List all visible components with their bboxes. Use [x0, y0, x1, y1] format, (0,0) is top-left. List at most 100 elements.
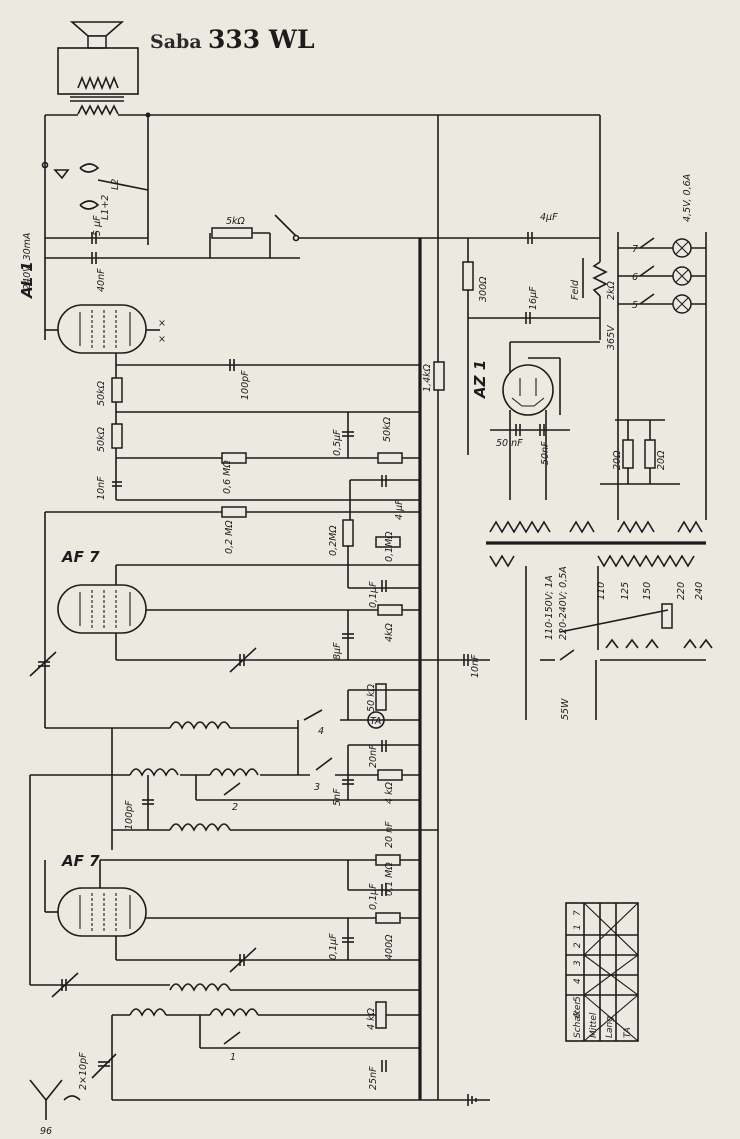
switch-table-header: Schalter [573, 1000, 583, 1038]
label-365v: 365V [606, 324, 617, 350]
resistor-50k-a [111, 377, 123, 403]
coil-l-upper [169, 721, 231, 730]
svg-text:×: × [158, 318, 166, 329]
label-c0-5uf: 0,5µF [332, 429, 343, 456]
mains-transformer [486, 520, 706, 568]
resistor-50k-ta [375, 683, 387, 711]
label-tap-125: 125 [620, 582, 631, 600]
label-c50nf-b: 50nF [540, 441, 551, 465]
label-l2: L2 [110, 179, 121, 190]
label-tube-af7-det: AF 7 [61, 852, 100, 870]
label-r1-4k: 1,4kΩ [422, 363, 433, 392]
switch-col-5: 5 [573, 996, 583, 1002]
label-sw4: 4 [318, 726, 324, 737]
coil-l-lower [169, 823, 231, 832]
coil-l-mid-a [129, 768, 179, 777]
coil-antenna [169, 983, 231, 992]
switch-col-7: 7 [573, 910, 583, 916]
label-c0-1uf-b: 0,1µF [368, 883, 379, 910]
label-r0-2m-a: 0,2 MΩ [224, 520, 235, 554]
label-sw-55w: 55W [560, 698, 571, 720]
label-c5uf: 5 µF [92, 215, 103, 236]
label-volt-220: 220-240V; 0,5A [558, 566, 569, 640]
label-sw6: 6 [632, 272, 638, 283]
resistor-4k-b [377, 769, 403, 781]
label-ta: TA [370, 716, 381, 727]
label-r300: 300Ω [478, 276, 489, 302]
coil-input-b [209, 1008, 259, 1017]
resistor-4k-a [377, 604, 403, 616]
label-tap-240: 240 [694, 582, 705, 600]
label-r5k: 5kΩ [226, 216, 246, 227]
label-c20nf-a: 20nF [368, 744, 379, 768]
label-r400: 400Ω [384, 934, 395, 960]
ground-symbol [467, 1094, 477, 1106]
tube-af7-rf [57, 584, 147, 634]
pilot-lamps [618, 237, 706, 314]
mains-plugs [600, 638, 713, 661]
label-tube-af7-rf: AF 7 [61, 548, 100, 566]
resistor-0-2m-b [342, 519, 354, 547]
label-r0-6m: 0,6 MΩ [222, 460, 233, 494]
label-c50nf-a: 50 nF [496, 438, 523, 449]
switch-table [565, 902, 639, 1042]
label-supply-current: 240V, 30mA [22, 233, 33, 290]
label-r2k: 2kΩ [606, 280, 617, 300]
switch-table-row-ta: TA [623, 1027, 633, 1038]
label-c0-1uf-a: 0,1µF [368, 581, 379, 608]
label-r50k-a: 50kΩ [96, 380, 107, 406]
resistor-20-b [644, 439, 656, 469]
resistor-0-6m [221, 452, 247, 464]
resistor-50k-b [377, 452, 403, 464]
label-c25nf: 25nF [368, 1066, 379, 1090]
label-c2x10pf: 2×10pF [78, 1052, 89, 1090]
label-sw1: 1 [230, 1052, 236, 1063]
resistor-0-2m-a [221, 506, 247, 518]
label-r20-a: 20Ω [612, 450, 623, 470]
page-number: 96 [40, 1126, 52, 1135]
label-c100pf-a: 100pF [240, 370, 251, 400]
switch-table-row-mittel: Mittel [589, 1012, 599, 1038]
resistor-0-1m-a [375, 536, 401, 548]
resistor-300 [462, 261, 474, 291]
loudspeaker-icon [57, 21, 139, 116]
resistor-0-1m-b [375, 854, 401, 866]
label-l12: L1+2 [100, 195, 111, 220]
svg-text:×: × [158, 334, 166, 345]
switch-col-6: 6 [573, 1012, 583, 1018]
label-r20-b: 20Ω [656, 450, 667, 470]
label-r50k-b: 50kΩ [382, 416, 393, 442]
label-r0-2m-b: 0,2MΩ [328, 525, 339, 556]
label-tube-az1: AZ 1 [471, 360, 489, 399]
switch-col-2: 2 [573, 942, 583, 948]
tube-af7-det [57, 887, 147, 937]
label-volt-110: 110-150V; 1A [544, 575, 555, 640]
coil-input-a [129, 1008, 167, 1017]
label-r0-1m-b: 0,1 MΩ [384, 862, 395, 896]
ta-socket [367, 711, 385, 729]
switch-table-row-lang: Lang [605, 1016, 615, 1038]
label-r4k-a: 4kΩ [384, 622, 395, 642]
resistor-400 [375, 912, 401, 924]
label-c10nf: 10nF [96, 476, 107, 500]
tube-al1 [57, 304, 147, 354]
resistor-50k-c [111, 423, 123, 449]
label-tap-220: 220 [676, 582, 687, 600]
label-sw3: 3 [314, 782, 320, 793]
label-c10nf-b: 10nF [470, 654, 481, 678]
label-r4k-c: 4 kΩ [366, 1007, 377, 1030]
label-r0-1m-a: 0,1MΩ [384, 531, 395, 562]
resistor-1-4k [433, 361, 445, 391]
resistor-20-a [622, 439, 634, 469]
label-c20nf-b: 20 nF [384, 821, 395, 848]
label-c4uf-b: 4 µF [394, 499, 405, 520]
switch-col-3: 3 [573, 960, 583, 966]
field-coil [592, 261, 608, 297]
label-lamps-rating: 4,5V, 0,6A [682, 174, 693, 222]
label-sw2: 2 [232, 802, 238, 813]
label-c8uf: 8µF [332, 642, 343, 660]
label-r50k-ta: 50 kΩ [366, 683, 377, 712]
label-r50k-c: 50kΩ [96, 426, 107, 452]
